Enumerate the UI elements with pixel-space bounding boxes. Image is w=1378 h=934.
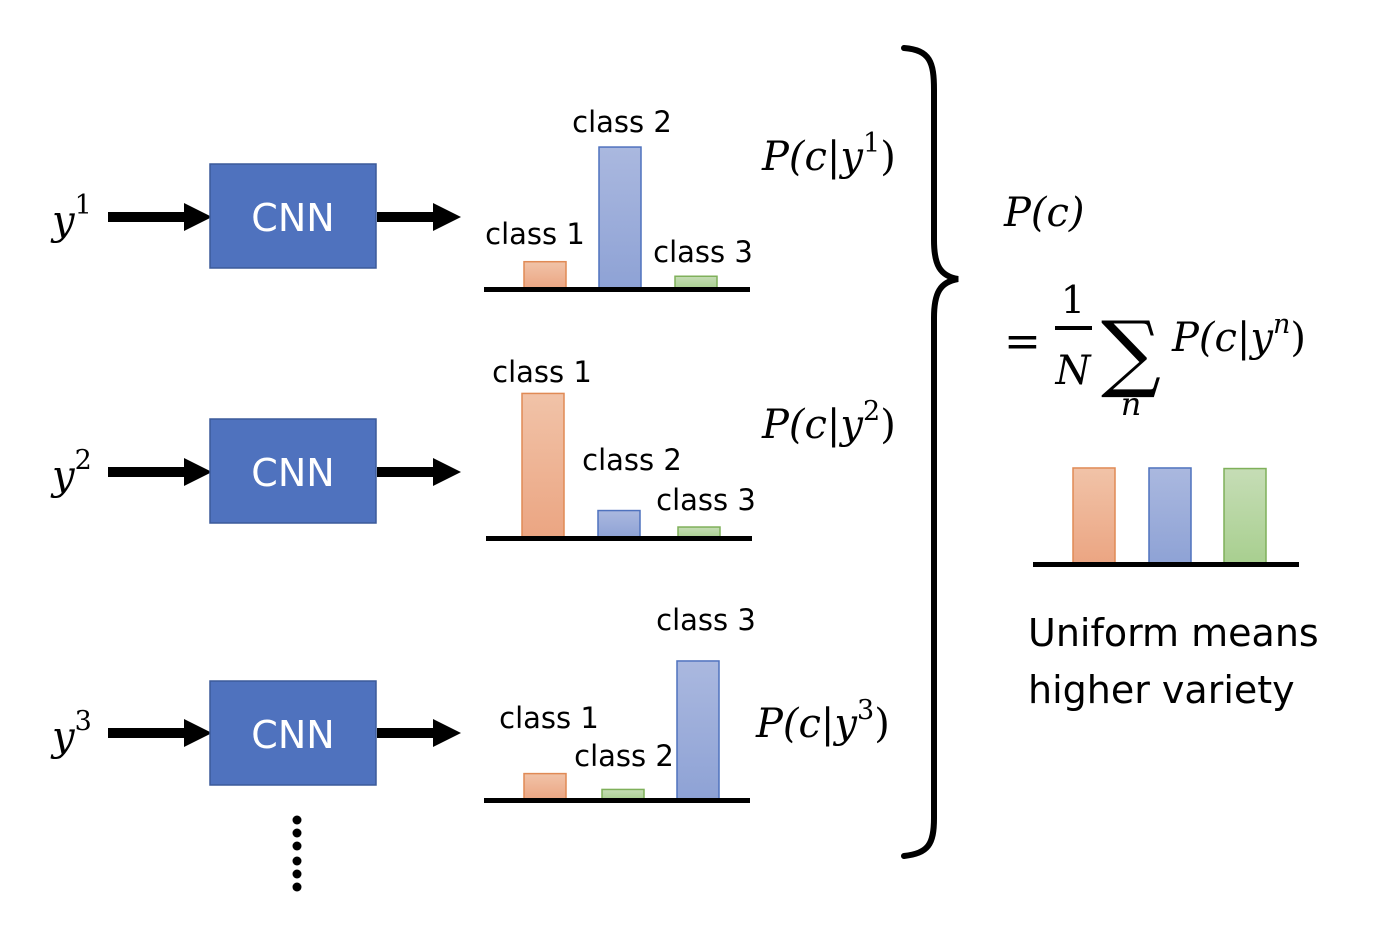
cnn-box-3: CNN	[209, 680, 377, 786]
fraction-numerator: 1	[1061, 278, 1085, 322]
chart-baseline	[484, 798, 750, 803]
output-label-2: P(c|y2)	[761, 396, 896, 448]
bar-class-1	[521, 392, 565, 539]
bar-label-class-2: class 2	[582, 443, 682, 477]
output-arrow-2	[377, 458, 461, 486]
bar-chart-4	[1033, 467, 1299, 567]
sum-term: P(c|yn)	[1171, 309, 1306, 361]
fraction-bar	[1055, 326, 1092, 330]
ellipsis-vertical-icon	[292, 815, 302, 892]
bar-chart-3: class 1 class 2 class 3	[484, 603, 756, 803]
bar-label-class-2: class 2	[574, 739, 674, 773]
bar-class-3	[676, 660, 720, 801]
bar-class-2	[1148, 467, 1192, 565]
bar-chart-1: class 1 class 2 class 3	[484, 105, 753, 292]
sum-index: n	[1121, 385, 1142, 423]
bar-class-2	[598, 146, 642, 290]
bar-class-1	[1072, 467, 1116, 565]
bar-label-class-2: class 2	[572, 105, 672, 139]
output-label-1: P(c|y1)	[761, 128, 896, 180]
output-arrow-3	[377, 719, 461, 747]
sum-symbol: ∑	[1101, 303, 1161, 401]
curly-brace	[901, 45, 959, 859]
bar-class-2	[597, 509, 641, 539]
input-arrow-1	[108, 203, 212, 231]
pc-label: P(c)	[1003, 190, 1085, 236]
bar-label-class-1: class 1	[499, 701, 599, 735]
output-label-3: P(c|y3)	[755, 695, 890, 747]
row-3: y3 CNN P(c|y3)	[50, 680, 890, 786]
input-label-y3: y3	[50, 706, 92, 760]
cnn-label-1: CNN	[251, 196, 334, 240]
bar-label-class-1: class 1	[492, 355, 592, 389]
bar-label-class-3: class 3	[656, 603, 756, 637]
cnn-label-3: CNN	[251, 713, 334, 757]
cnn-box-2: CNN	[209, 418, 377, 524]
fraction-denominator: N	[1055, 348, 1093, 394]
bar-label-class-3: class 3	[656, 483, 756, 517]
input-arrow-2	[108, 458, 212, 486]
chart-baseline	[1033, 562, 1299, 567]
input-label-y1: y1	[50, 190, 92, 244]
bar-label-class-1: class 1	[485, 217, 585, 251]
equals-sign: =	[1004, 316, 1041, 367]
row-2: y2 CNN P(c|y2)	[50, 396, 896, 524]
bar-class-3	[1223, 467, 1267, 565]
output-arrow-1	[377, 203, 461, 231]
cnn-label-2: CNN	[251, 451, 334, 495]
bar-chart-2: class 1 class 2 class 3	[486, 355, 756, 541]
bar-class-1	[523, 772, 567, 801]
bar-class-1	[523, 260, 567, 290]
aggregate-formula: P(c) = 1 N ∑ n P(c|yn)	[1003, 190, 1306, 423]
chart-baseline	[486, 536, 752, 541]
bar-label-class-3: class 3	[653, 235, 753, 269]
note-line-1: Uniform means	[1028, 611, 1319, 655]
cnn-box-1: CNN	[209, 163, 377, 269]
note-line-2: higher variety	[1028, 668, 1295, 712]
input-label-y2: y2	[50, 445, 92, 499]
row-1: y1 CNN P(c|y1)	[50, 128, 896, 269]
chart-baseline	[484, 287, 750, 292]
input-arrow-3	[108, 719, 212, 747]
